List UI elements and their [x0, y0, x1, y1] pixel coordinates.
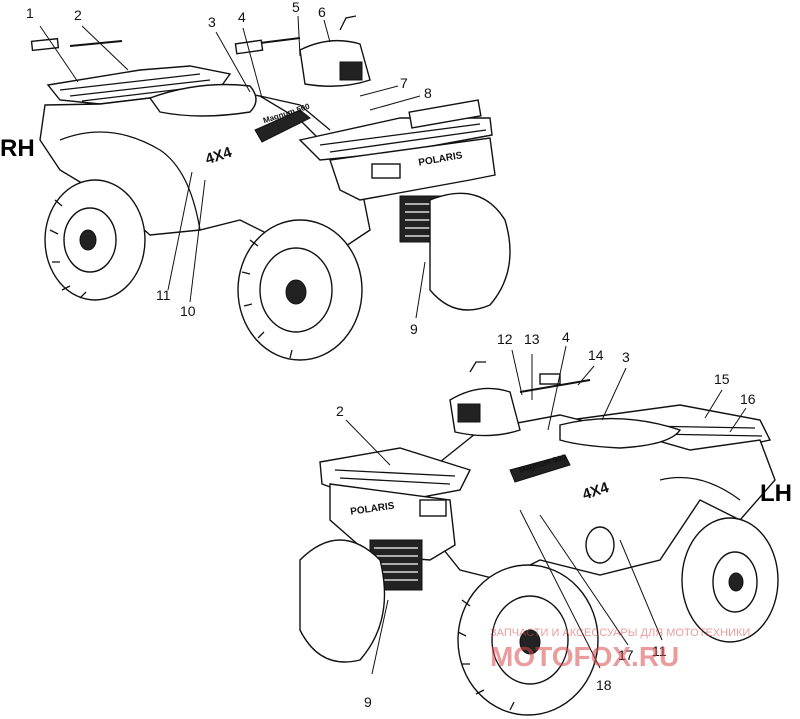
callout-lh-9: 9	[364, 694, 372, 710]
callouts-rh: 1 2 3 4 5 6 7 8 9 10 11	[26, 0, 432, 337]
callout-rh-7: 7	[400, 75, 408, 91]
callout-rh-9: 9	[410, 321, 418, 337]
callout-rh-3: 3	[208, 14, 216, 30]
callouts-lh: 12 13 4 14 3 15 16 2 9 17 11 18	[336, 329, 756, 710]
callout-lh-16: 16	[740, 391, 756, 407]
atv-right-side-view: 4X4 POLARIS Magnum 500	[30, 15, 511, 361]
far-front-wheel-lh	[299, 539, 386, 663]
callout-rh-6: 6	[318, 4, 326, 20]
atv-left-side-view: 4X4 POLARIS Magnum 500	[299, 345, 779, 716]
callout-rh-8: 8	[424, 85, 432, 101]
callout-lh-11: 11	[652, 643, 667, 659]
callout-lh-15: 15	[714, 371, 730, 387]
front-bumper	[329, 137, 496, 201]
callout-rh-4: 4	[238, 9, 246, 25]
callout-lh-12: 12	[497, 331, 513, 347]
callout-rh-1: 1	[26, 5, 34, 21]
callout-lh-2: 2	[336, 403, 344, 419]
watermark-site: MOTOFOX.RU	[490, 641, 679, 672]
callout-lh-3: 3	[622, 349, 630, 365]
far-front-wheel-rh	[429, 192, 511, 311]
decal-part-1	[30, 37, 60, 52]
view-label-lh: LH	[760, 480, 792, 507]
seat-lh	[559, 417, 682, 449]
side-stripe-decal-lh	[509, 454, 571, 483]
callout-rh-5: 5	[292, 0, 300, 15]
callout-lh-13: 13	[524, 331, 540, 347]
watermark-tagline: ЗАПЧАСТИ И АКСЕССУАРЫ ДЛЯ МОТОТЕХНИКИ	[490, 627, 750, 639]
headlight-pod-lh	[449, 387, 521, 437]
view-label-rh: RH	[0, 135, 35, 162]
callout-lh-14: 14	[588, 347, 604, 363]
callout-lh-4: 4	[562, 329, 570, 345]
side-stripe-decal	[254, 109, 311, 143]
seat	[148, 83, 257, 117]
decal-part-2	[69, 40, 123, 47]
callout-rh-10: 10	[180, 303, 196, 319]
callout-lh-17: 17	[618, 647, 634, 663]
callout-rh-2: 2	[74, 7, 82, 23]
watermark: ЗАПЧАСТИ И АКСЕССУАРЫ ДЛЯ МОТОТЕХНИКИ MO…	[490, 627, 750, 672]
callout-lh-18: 18	[596, 677, 612, 693]
callout-rh-11: 11	[156, 287, 171, 303]
